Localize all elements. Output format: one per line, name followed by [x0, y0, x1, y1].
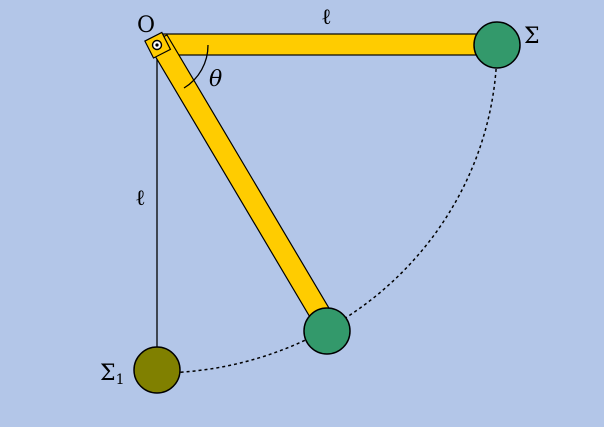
mass-top — [473, 21, 521, 69]
mass-bottom-subscript: 1 — [116, 372, 125, 388]
mass-top-label: Σ — [524, 24, 540, 49]
angle-label: θ — [209, 67, 222, 92]
rod-length-label-left: ℓ — [135, 186, 146, 211]
pivot-label: O — [137, 13, 155, 38]
trajectory-arc — [156, 44, 498, 374]
angle-arc — [183, 44, 209, 89]
horizontal-rod — [159, 33, 499, 56]
rod-length-label-top: ℓ — [321, 5, 332, 30]
mass-bottom-label: Σ1 — [100, 361, 124, 388]
mass-middle — [303, 307, 351, 355]
mass-bottom — [133, 346, 181, 394]
mass-bottom-symbol: Σ — [100, 361, 116, 386]
pivot-joint — [144, 31, 172, 59]
